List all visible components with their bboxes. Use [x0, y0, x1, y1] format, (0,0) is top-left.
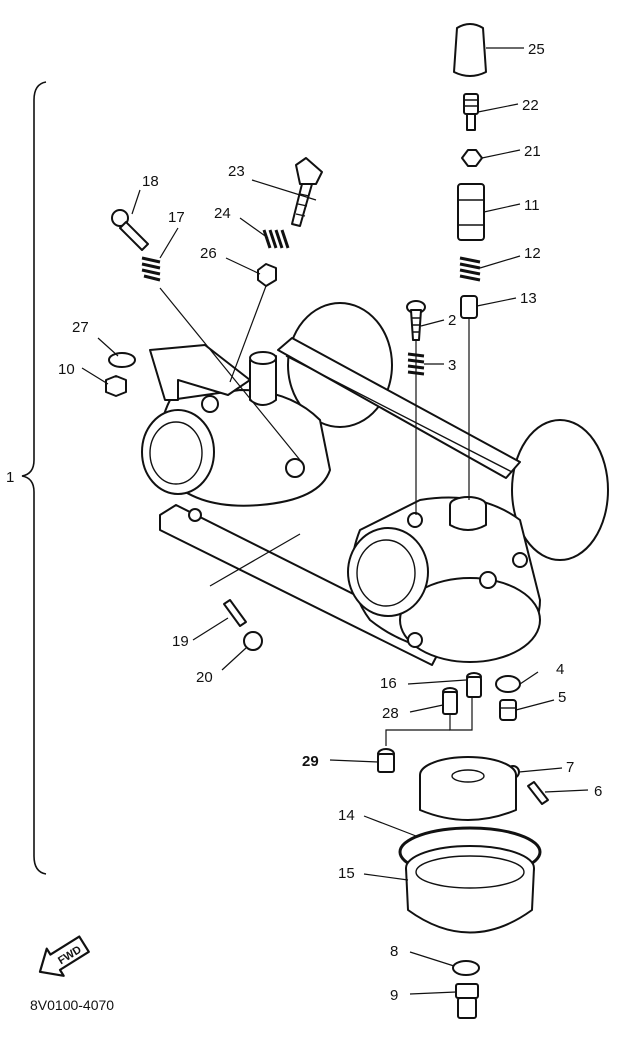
part-19-pin	[223, 599, 247, 627]
part-label-13: 13	[520, 290, 537, 307]
part-label-16: 16	[380, 675, 397, 692]
part-8-washer	[452, 960, 480, 976]
part-22-fitting	[463, 93, 479, 131]
part-label-17: 17	[168, 209, 185, 226]
part-label-6: 6	[594, 783, 602, 800]
part-label-28: 28	[382, 705, 399, 722]
part-label-27: 27	[72, 319, 89, 336]
part-23-adjuster	[291, 157, 323, 227]
part-20-nut	[243, 631, 263, 651]
part-28-jet	[442, 687, 458, 715]
part-label-29: 29	[302, 753, 319, 770]
part-label-19: 19	[172, 633, 189, 650]
part-label-15: 15	[338, 865, 355, 882]
part-17-spring	[141, 256, 161, 282]
part-2-screw	[406, 300, 426, 341]
assembly-bracket	[21, 81, 47, 875]
part-11-body	[457, 183, 485, 241]
part-16-jet	[466, 672, 482, 698]
part-label-2: 2	[448, 312, 456, 329]
part-6-pin	[527, 781, 549, 805]
part-label-23: 23	[228, 163, 245, 180]
part-label-8: 8	[390, 943, 398, 960]
part-label-3: 3	[448, 357, 456, 374]
part-label-4: 4	[556, 661, 564, 678]
part-label-14: 14	[338, 807, 355, 824]
drawing-code: 8V0100-4070	[30, 997, 114, 1013]
part-label-24: 24	[214, 205, 231, 222]
part-12-spring	[459, 256, 481, 282]
part-label-22: 22	[522, 97, 539, 114]
part-24-spring	[262, 229, 290, 249]
part-label-20: 20	[196, 669, 213, 686]
part-label-18: 18	[142, 173, 159, 190]
part-label-12: 12	[524, 245, 541, 262]
part-label-10: 10	[58, 361, 75, 378]
part-15-float-bowl	[405, 845, 535, 934]
part-5-plug	[499, 699, 517, 721]
carburetor-body	[141, 302, 609, 666]
leader-lines	[81, 47, 589, 995]
part-label-9: 9	[390, 987, 398, 1004]
part-4-washer	[495, 675, 521, 693]
part-13-plunger	[460, 295, 478, 340]
part-label-26: 26	[200, 245, 217, 262]
part-21-nut	[461, 149, 483, 167]
part-18-screw	[111, 209, 149, 251]
part-9-drain-screw	[455, 983, 479, 1019]
part-label-21: 21	[524, 143, 541, 160]
fwd-arrow-icon: FWD	[38, 935, 90, 977]
part-29-jet	[377, 748, 395, 773]
part-label-11: 11	[524, 197, 540, 214]
part-27-washer	[108, 352, 136, 368]
part-25-cap	[453, 23, 487, 77]
part-26-nut	[257, 263, 277, 287]
part-label-7: 7	[566, 759, 574, 776]
part-label-25: 25	[528, 41, 545, 58]
part-label-1: 1	[6, 469, 14, 486]
float	[419, 756, 517, 821]
part-10-nut	[105, 375, 127, 397]
part-label-5: 5	[558, 689, 566, 706]
